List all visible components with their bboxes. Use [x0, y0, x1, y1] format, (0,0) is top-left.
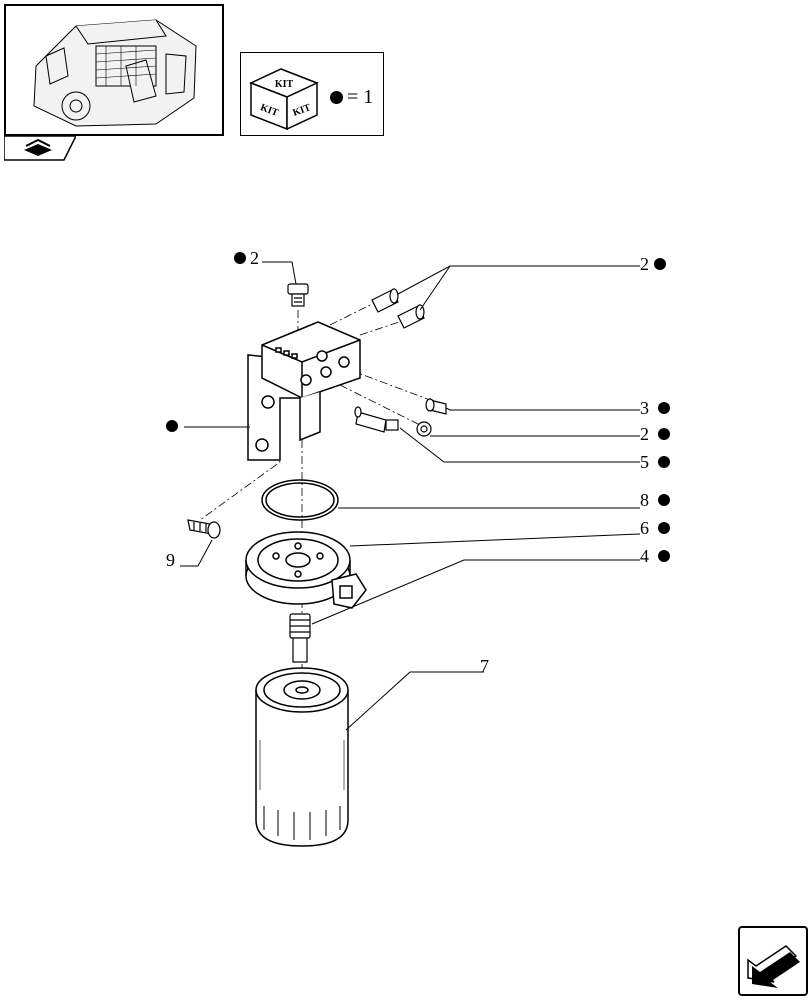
centreline-side-fittings — [339, 369, 431, 426]
kit-dot-icon — [330, 91, 343, 104]
kit-cube-icon: KIT KIT KIT — [249, 68, 319, 131]
pressure-sensor — [354, 406, 399, 433]
book-nav-tab[interactable] — [4, 136, 76, 162]
centreline-fittings — [329, 299, 406, 336]
engine-thumbnail-frame[interactable] — [4, 4, 224, 136]
kit-dot-icon — [658, 428, 670, 440]
mounting-bracket — [247, 321, 361, 461]
engine-thumbnail-icon — [33, 19, 197, 127]
callout-label: 4 — [640, 546, 649, 566]
kit-dot-icon — [658, 402, 670, 414]
kit-legend: KIT KIT KIT — [240, 52, 384, 136]
book-nav-icon — [24, 138, 52, 156]
kit-equation: = 1 — [330, 86, 373, 109]
fittings-side — [416, 398, 447, 437]
callout-label: 3 — [640, 398, 649, 418]
kit-dot-icon — [658, 522, 670, 534]
callout-label: 7 — [480, 656, 489, 676]
callout-label: 8 — [640, 490, 649, 510]
callout-label: 6 — [640, 518, 649, 538]
kit-top-label: KIT — [275, 79, 294, 90]
o-ring — [261, 479, 339, 521]
callouts: 2 2 3 2 5 8 6 4 9 7 — [166, 248, 670, 676]
fittings-top — [371, 288, 425, 329]
kit-dot-icon — [234, 252, 246, 264]
callout-label: 2 — [640, 254, 649, 274]
kit-dot-icon — [654, 258, 666, 270]
leader-lines — [180, 261, 641, 731]
kit-dot-icon — [658, 550, 670, 562]
kit-dot-icon — [166, 420, 178, 432]
oil-filter — [255, 667, 349, 847]
kit-dot-icon — [658, 456, 670, 468]
next-page-button[interactable] — [738, 926, 808, 996]
filter-head — [245, 531, 367, 609]
kit-dot-icon — [658, 494, 670, 506]
bolt — [187, 519, 221, 539]
nipple-fitting — [289, 613, 311, 663]
callout-label: 2 — [640, 424, 649, 444]
plug-top — [287, 283, 309, 307]
kit-equals-text: = 1 — [347, 86, 374, 108]
next-page-arrow-icon — [747, 945, 800, 988]
callout-label: 5 — [640, 452, 649, 472]
callout-label: 9 — [166, 550, 175, 570]
callout-label: 2 — [250, 248, 259, 268]
